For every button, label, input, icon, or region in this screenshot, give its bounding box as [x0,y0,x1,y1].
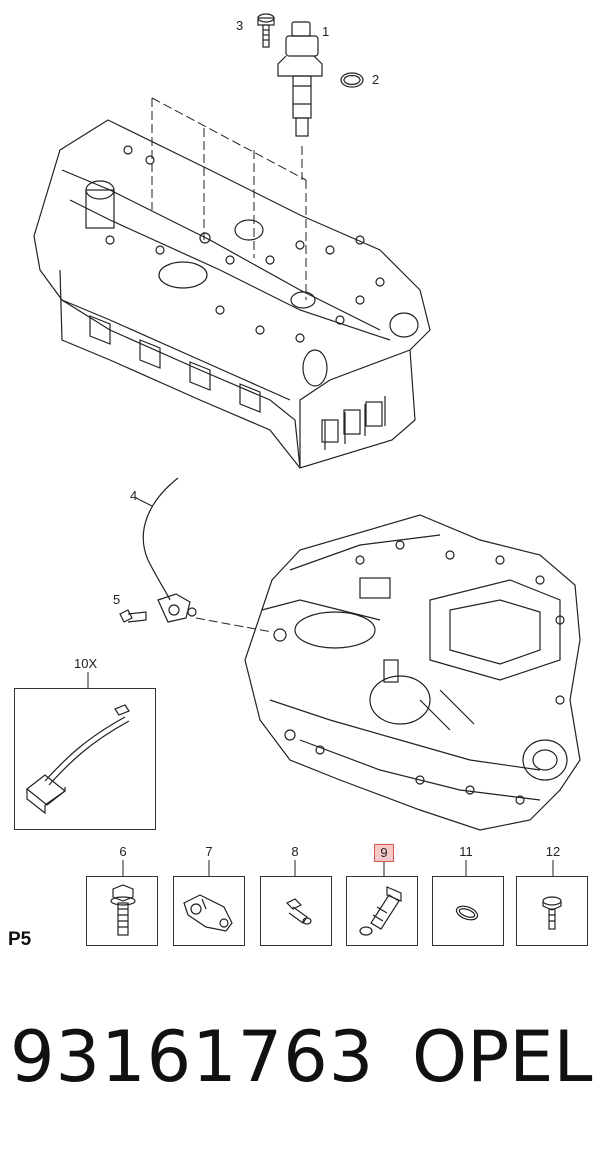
bolt-part-5 [119,609,147,623]
cylinder-head [33,119,431,469]
thumb-number-7: 7 [205,844,213,859]
brand-name: OPEL [412,1016,593,1098]
callout-3: 3 [236,18,244,33]
cable-part-4 [142,477,179,601]
bolt-flange-icon [110,884,136,936]
sensor-body-part-4 [157,593,197,623]
thumb-box-8[interactable] [260,876,332,946]
thumb-box-12[interactable] [516,876,588,946]
thumb-box-11[interactable] [432,876,504,946]
small-bolt-icon [542,896,562,930]
thumb-number-11: 11 [459,844,473,859]
callout-4: 4 [130,488,138,503]
stud-bolt-icon [285,898,312,925]
o-ring-icon [455,905,479,921]
gearbox-housing [244,514,581,831]
thumb-box-9[interactable] [346,876,418,946]
callout-1: 1 [322,24,330,39]
wiring-harness-icon [26,704,130,815]
page-label: P5 [8,929,32,950]
thumb-number-6: 6 [119,844,127,859]
thumb-box-6[interactable] [86,876,158,946]
speed-sensor-icon [359,886,402,936]
bolt-part-3 [257,13,275,48]
callout-10x: 10X [74,656,98,671]
sensor-part-1 [277,21,323,137]
callout-5: 5 [113,592,121,607]
thumb-box-7[interactable] [173,876,245,946]
o-ring-part-2 [340,72,364,88]
part-number: 93161763 [10,1016,375,1098]
thumb-number-12: 12 [545,844,561,859]
callout-2: 2 [372,72,380,87]
harness-inset-box [14,688,156,830]
thumb-number-9: 9 [374,844,394,862]
sensor-bracket-icon [183,894,233,932]
thumb-number-8: 8 [291,844,299,859]
